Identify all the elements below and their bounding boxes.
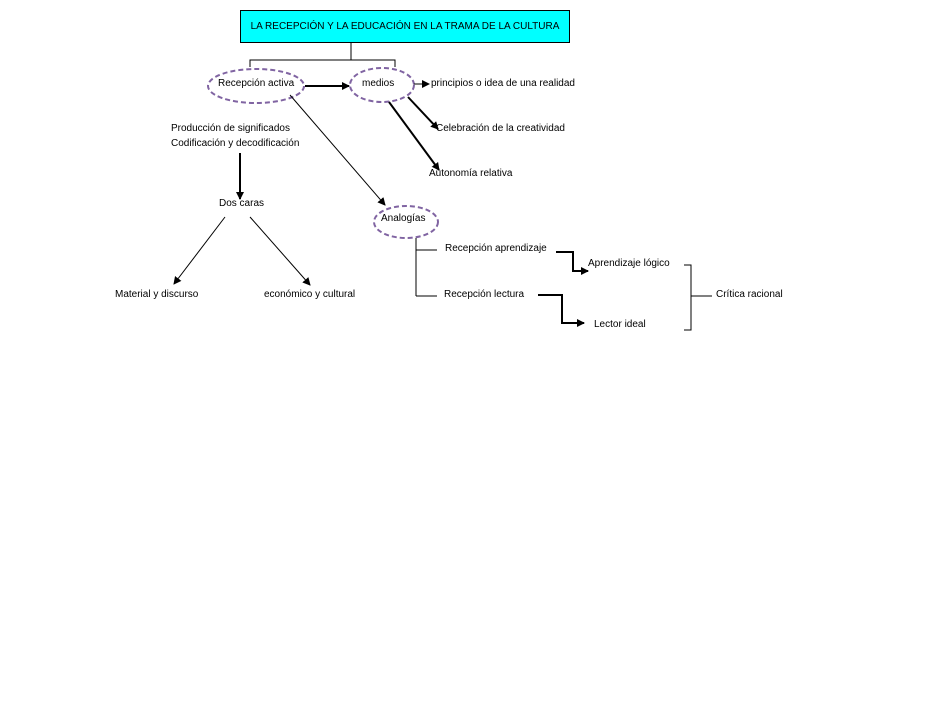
elbow-lectura-to-lector — [538, 294, 585, 327]
node-material: Material y discurso — [115, 289, 199, 300]
title-text: LA RECEPCIÓN Y LA EDUCACIÓN EN LA TRAMA … — [250, 21, 560, 32]
node-recepcion-activa: Recepción activa — [218, 78, 295, 89]
arrow-dos-caras-to-material — [173, 216, 226, 285]
arrow-medios-to-celebracion — [407, 96, 439, 130]
node-produccion: Producción de significados — [171, 123, 290, 134]
node-critica-racional: Crítica racional — [716, 289, 783, 300]
arrow-medios-to-autonomia — [388, 101, 440, 171]
node-dos-caras: Dos caras — [219, 198, 265, 209]
node-recepcion-aprendizaje: Recepción aprendizaje — [445, 243, 547, 254]
title-bracket-horizontal — [249, 59, 396, 67]
node-medios: medios — [362, 78, 395, 89]
elbow-aprendizaje-to-logico — [556, 251, 589, 275]
node-economico: económico y cultural — [264, 289, 356, 300]
node-autonomia: Autonomía relativa — [429, 168, 513, 179]
ellipse-medios — [349, 67, 415, 103]
node-analogias: Analogías — [381, 213, 426, 224]
critica-bracket — [684, 264, 692, 331]
node-codificacion: Codificación y decodificación — [171, 138, 300, 149]
node-lector-ideal: Lector ideal — [594, 319, 646, 330]
arrow-dos-caras-to-economico — [249, 216, 311, 286]
ellipse-analogias — [373, 205, 439, 239]
node-celebracion: Celebración de la creatividad — [436, 123, 565, 134]
title-box: LA RECEPCIÓN Y LA EDUCACIÓN EN LA TRAMA … — [240, 10, 570, 43]
ellipse-recepcion-activa — [207, 68, 305, 104]
node-aprendizaje-logico: Aprendizaje lógico — [588, 258, 670, 269]
node-principios: principios o idea de una realidad — [431, 78, 575, 89]
node-recepcion-lectura: Recepción lectura — [444, 289, 525, 300]
arrow-recepcion-to-analogias — [289, 94, 386, 206]
